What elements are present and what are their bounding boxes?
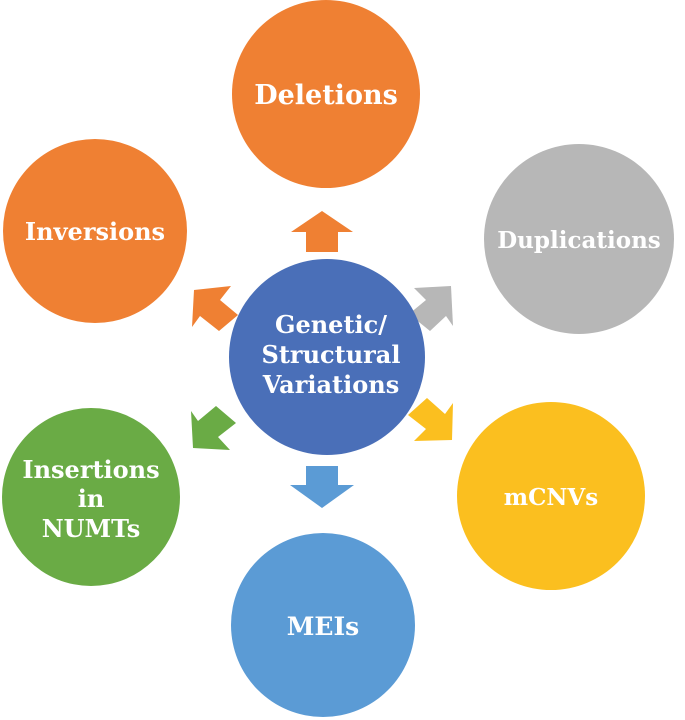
arrow-upper-right-icon — [409, 286, 453, 331]
node-deletions: Deletions — [232, 0, 420, 188]
node-mcnvs: mCNVs — [457, 402, 645, 590]
deletions-circle — [232, 0, 420, 188]
inversions-label: Inversions — [25, 217, 165, 246]
center-label-line1: Genetic/ — [275, 310, 387, 339]
arrow-up-icon — [291, 211, 353, 252]
meis-label: MEIs — [287, 612, 360, 641]
arrow-lower-left-icon — [191, 406, 236, 450]
node-center: Genetic/ Structural Variations — [229, 259, 425, 455]
deletions-label: Deletions — [254, 80, 398, 111]
arrow-lower-right-icon — [408, 398, 453, 441]
duplications-circle — [484, 144, 674, 334]
inversions-circle — [3, 139, 187, 323]
node-inversions: Inversions — [3, 139, 187, 323]
center-label-line3: Variations — [262, 370, 399, 399]
insertions-label-line3: NUMTs — [42, 514, 141, 543]
duplications-label: Duplications — [497, 227, 661, 254]
center-circle — [229, 259, 425, 455]
arrow-upper-left-icon — [192, 286, 238, 331]
insertions-circle — [2, 408, 180, 586]
node-duplications: Duplications — [484, 144, 674, 334]
mcnvs-label: mCNVs — [504, 484, 598, 511]
insertions-label-line1: Insertions — [22, 455, 159, 484]
node-insertions-in-numts: Insertions in NUMTs — [2, 408, 180, 586]
arrow-down-icon — [290, 466, 354, 508]
meis-circle — [231, 533, 415, 717]
center-label-line2: Structural — [262, 340, 401, 369]
node-meis: MEIs — [231, 533, 415, 717]
insertions-label-line2: in — [78, 484, 105, 513]
mcnvs-circle — [457, 402, 645, 590]
